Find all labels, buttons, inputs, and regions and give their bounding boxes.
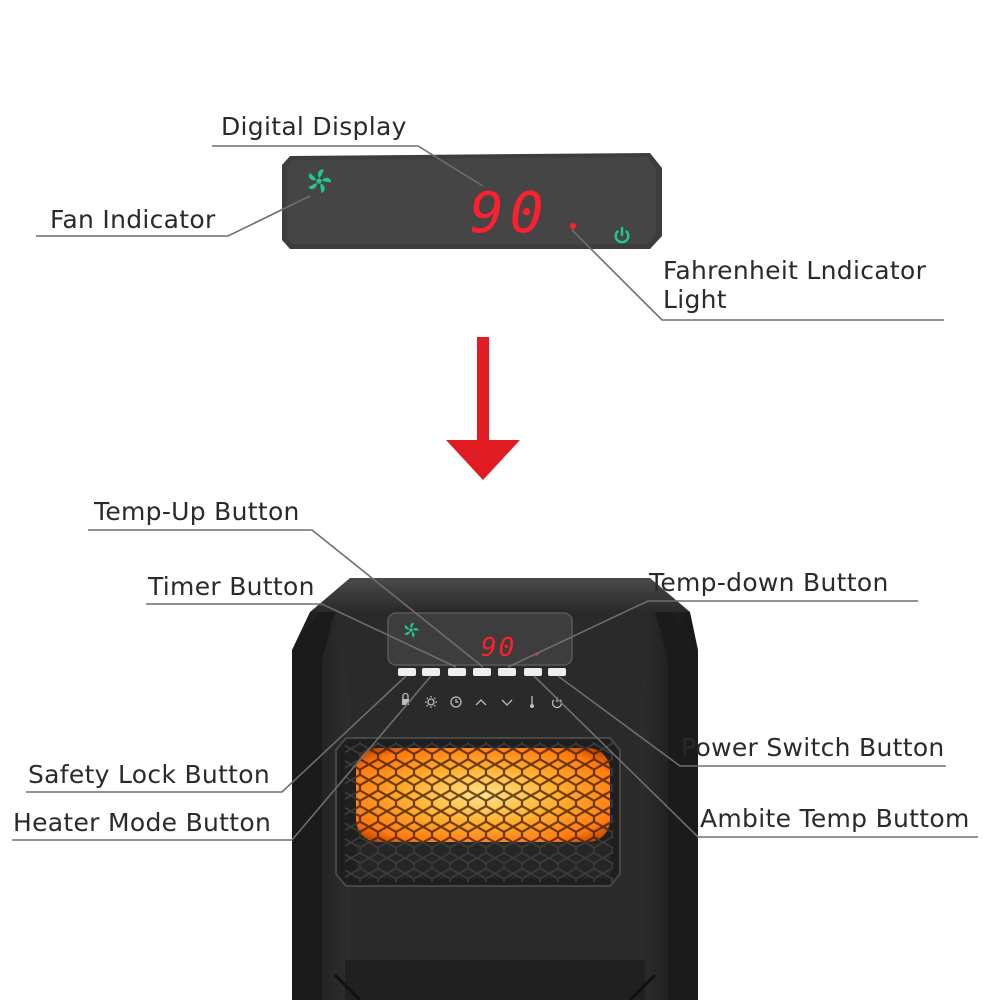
- power-icon: [614, 226, 630, 244]
- power-switch-button[interactable]: [548, 668, 566, 676]
- digital-display-readout: 90: [470, 181, 549, 246]
- label-digital-display: Digital Display: [221, 112, 407, 141]
- label-temp-up: Temp-Up Button: [94, 497, 300, 526]
- button-row: [398, 668, 566, 676]
- label-power-switch: Power Switch Button: [681, 733, 945, 762]
- safety-lock-button[interactable]: [398, 668, 416, 676]
- fahrenheit-indicator-light: [570, 223, 576, 229]
- lock-icon: [402, 692, 409, 705]
- leader-ambite-temp: [533, 675, 978, 838]
- leader-fahrenheit: [571, 229, 944, 321]
- label-ambite-temp: Ambite Temp Buttom: [700, 804, 970, 833]
- fan-icon: [308, 169, 332, 193]
- heater-mode-button[interactable]: [422, 668, 440, 676]
- label-fahrenheit-line1: Fahrenheit Lndicator: [663, 256, 927, 285]
- leader-temp-down: [507, 600, 918, 668]
- label-fan-indicator: Fan Indicator: [50, 205, 216, 234]
- leader-safety-lock: [26, 675, 407, 793]
- temp-down-button[interactable]: [498, 668, 516, 676]
- leader-timer: [146, 603, 457, 668]
- label-safety-lock: Safety Lock Button: [28, 760, 271, 789]
- fan-icon: [404, 622, 419, 638]
- leader-power-switch: [557, 675, 946, 767]
- timer-button[interactable]: [448, 668, 466, 676]
- label-temp-down: Temp-down Button: [649, 568, 889, 597]
- ambite-temp-button[interactable]: [524, 668, 542, 676]
- display-panel: 90: [282, 153, 662, 249]
- chevron-down-icon: [501, 699, 513, 706]
- label-fahrenheit-line2: Light: [663, 285, 727, 314]
- thermometer-icon: [530, 696, 534, 708]
- leader-temp-up: [88, 529, 484, 668]
- down-arrow: [446, 337, 520, 480]
- clock-icon: [450, 696, 462, 708]
- label-heater-mode: Heater Mode Button: [13, 808, 272, 837]
- temp-up-button[interactable]: [473, 668, 491, 676]
- heater-display-readout: 90: [481, 633, 516, 663]
- label-timer: Timer Button: [148, 572, 315, 601]
- chevron-up-icon: [475, 699, 487, 706]
- heater-unit: 90: [292, 578, 698, 1000]
- sun-icon: [425, 696, 437, 708]
- leader-heater-mode: [12, 675, 432, 841]
- leader-fan-indicator: [36, 195, 311, 237]
- leader-digital-display: [212, 145, 484, 187]
